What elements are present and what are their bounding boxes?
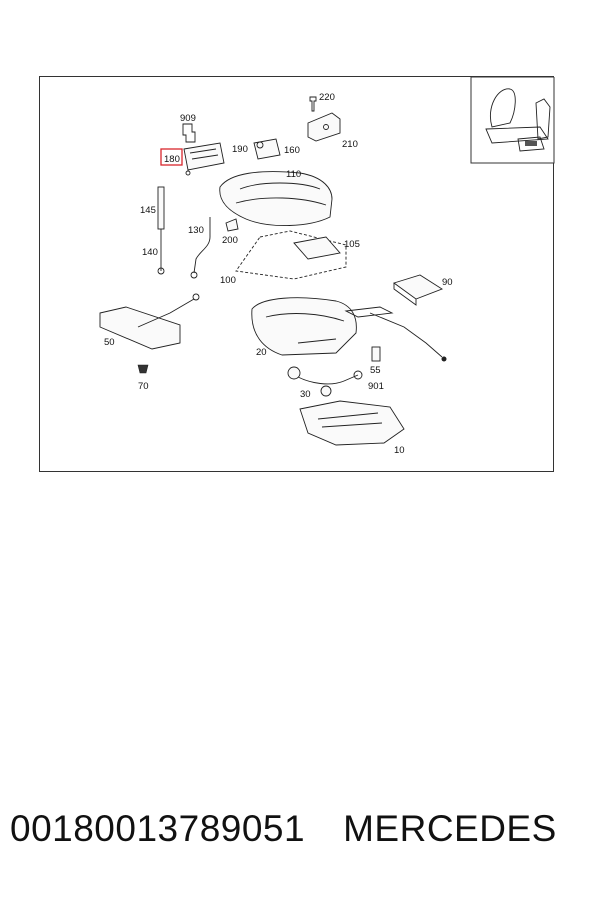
part-909: 909 xyxy=(180,113,196,143)
label-100: 100 xyxy=(220,275,236,286)
label-901: 901 xyxy=(368,381,384,392)
label-145: 145 xyxy=(140,205,156,216)
part-number: 00180013789051 xyxy=(10,808,306,849)
part-190-160: 190 160 xyxy=(232,138,300,160)
part-105-100: 105 100 xyxy=(220,230,360,286)
parts-diagram: 909 180 220 210 190 160 xyxy=(39,76,555,472)
part-50: 50 xyxy=(99,293,200,350)
exploded-seat-drawing: 909 180 220 210 190 160 xyxy=(99,77,555,456)
part-10: 10 xyxy=(299,400,405,456)
highlight-box xyxy=(160,148,183,166)
part-210: 210 xyxy=(307,112,358,150)
brand-name: MERCEDES xyxy=(343,808,557,849)
part-130: 130 xyxy=(188,217,211,279)
label-10: 10 xyxy=(394,445,405,456)
seat-overview-inset xyxy=(470,77,555,164)
label-130: 130 xyxy=(188,225,204,236)
label-50: 50 xyxy=(104,337,115,348)
label-110: 110 xyxy=(286,169,301,180)
part-30-901: 30 901 xyxy=(287,366,384,400)
part-55: 70 xyxy=(137,364,149,392)
part-20: 20 xyxy=(251,297,357,358)
label-30: 30 xyxy=(300,389,311,400)
label-190: 190 xyxy=(232,144,248,155)
label-70: 55 xyxy=(370,365,381,376)
part-220: 220 xyxy=(309,92,335,112)
part-70: 55 xyxy=(344,306,447,376)
label-160: 160 xyxy=(284,145,300,156)
part-145-140: 145 140 xyxy=(140,186,165,275)
label-140: 140 xyxy=(142,247,158,258)
label-180: 180 xyxy=(164,154,180,165)
label-210: 210 xyxy=(342,139,358,150)
part-110: 110 xyxy=(219,169,333,226)
label-909: 909 xyxy=(180,113,196,124)
part-90: 90 xyxy=(393,274,453,306)
label-20: 20 xyxy=(256,347,267,358)
product-caption: 00180013789051 MERCEDES xyxy=(10,808,590,858)
label-105: 105 xyxy=(344,239,360,250)
label-220: 220 xyxy=(319,92,335,103)
label-200: 200 xyxy=(222,235,238,246)
part-180: 180 xyxy=(160,142,225,176)
label-55: 70 xyxy=(138,381,149,392)
part-200: 200 xyxy=(222,218,239,246)
label-90: 90 xyxy=(442,277,453,288)
